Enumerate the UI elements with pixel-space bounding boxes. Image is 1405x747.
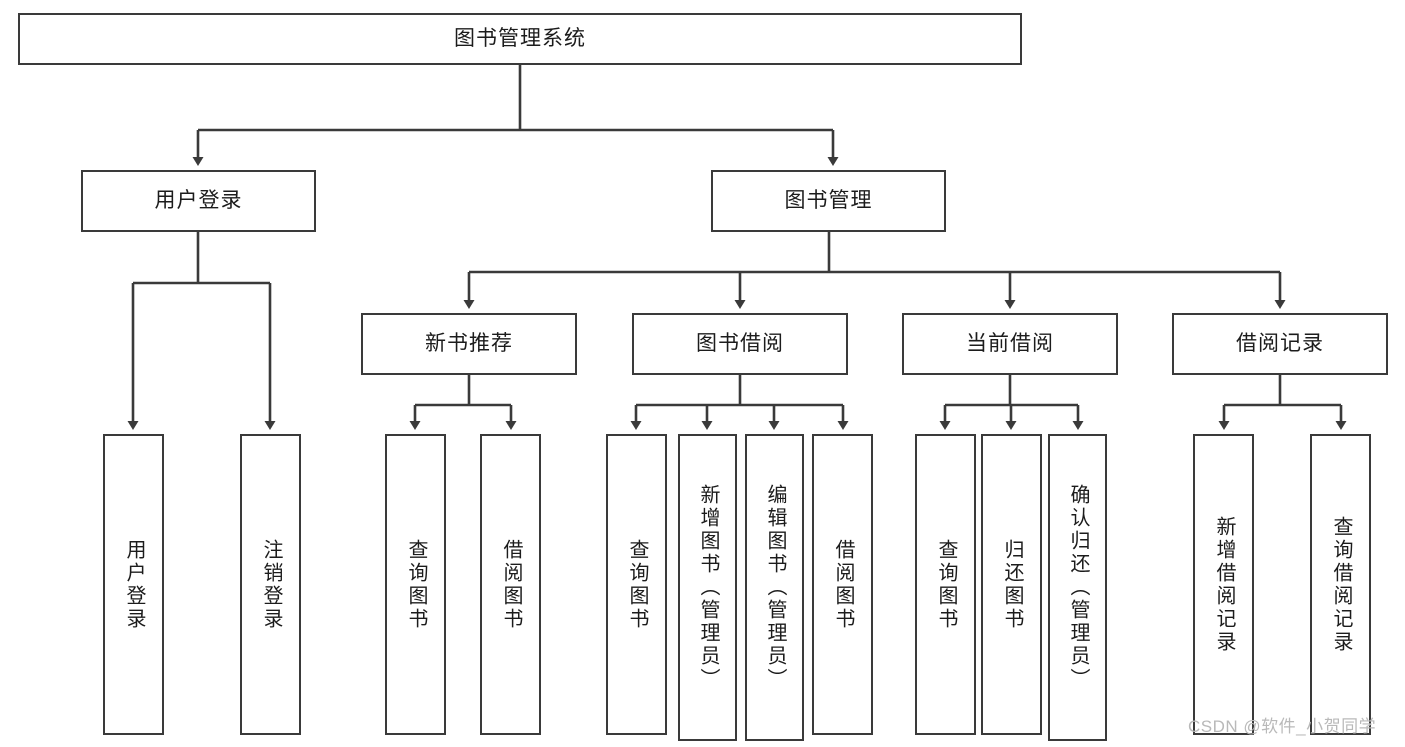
node-label: 用户登录 bbox=[154, 189, 243, 213]
node-label: 注销登录 bbox=[260, 538, 282, 631]
leaf-node-user-login[interactable]: 用户登录 bbox=[103, 434, 164, 735]
node-root-book-management-system[interactable]: 图书管理系统 bbox=[18, 13, 1022, 65]
node-book-management[interactable]: 图书管理 bbox=[711, 170, 946, 232]
node-label: 归还图书 bbox=[1001, 538, 1023, 631]
leaf-node-query-borrowing-record[interactable]: 查询借阅记录 bbox=[1310, 434, 1371, 735]
node-label: 查询借阅记录 bbox=[1330, 515, 1352, 654]
node-label: 用户登录 bbox=[123, 538, 145, 631]
node-user-login[interactable]: 用户登录 bbox=[81, 170, 316, 232]
node-label: 当前借阅 bbox=[966, 332, 1054, 356]
node-new-book-recommendation[interactable]: 新书推荐 bbox=[361, 313, 577, 375]
leaf-node-edit-book-admin[interactable]: 编辑图书（管理员） bbox=[745, 434, 804, 741]
node-label: 新书推荐 bbox=[425, 332, 513, 356]
leaf-node-query-books-recommend[interactable]: 查询图书 bbox=[385, 434, 446, 735]
node-label: 借阅图书 bbox=[500, 538, 522, 631]
leaf-node-query-books-borrowing[interactable]: 查询图书 bbox=[606, 434, 667, 735]
leaf-node-add-book-admin[interactable]: 新增图书（管理员） bbox=[678, 434, 737, 741]
node-label: 借阅图书 bbox=[832, 538, 854, 631]
node-current-borrowing[interactable]: 当前借阅 bbox=[902, 313, 1118, 375]
leaf-node-logout[interactable]: 注销登录 bbox=[240, 434, 301, 735]
node-borrowing-records[interactable]: 借阅记录 bbox=[1172, 313, 1388, 375]
leaf-node-borrow-books-recommend[interactable]: 借阅图书 bbox=[480, 434, 541, 735]
node-label: 图书借阅 bbox=[696, 332, 784, 356]
leaf-node-add-borrowing-record[interactable]: 新增借阅记录 bbox=[1193, 434, 1254, 735]
node-label: 借阅记录 bbox=[1236, 332, 1324, 356]
node-label: 图书管理系统 bbox=[454, 27, 586, 51]
csdn-watermark: CSDN @软件_小贺同学 bbox=[1188, 717, 1377, 736]
node-label: 查询图书 bbox=[935, 538, 957, 631]
leaf-node-borrow-books[interactable]: 借阅图书 bbox=[812, 434, 873, 735]
leaf-node-return-books[interactable]: 归还图书 bbox=[981, 434, 1042, 735]
node-label: 编辑图书（管理员） bbox=[764, 484, 786, 691]
node-label: 新增图书（管理员） bbox=[697, 484, 719, 691]
node-label: 确认归还（管理员） bbox=[1067, 484, 1089, 691]
leaf-node-confirm-return-admin[interactable]: 确认归还（管理员） bbox=[1048, 434, 1107, 741]
node-label: 查询图书 bbox=[626, 538, 648, 631]
node-label: 图书管理 bbox=[784, 189, 873, 213]
node-book-borrowing[interactable]: 图书借阅 bbox=[632, 313, 848, 375]
node-label: 新增借阅记录 bbox=[1213, 515, 1235, 654]
leaf-node-query-books-current[interactable]: 查询图书 bbox=[915, 434, 976, 735]
node-label: 查询图书 bbox=[405, 538, 427, 631]
